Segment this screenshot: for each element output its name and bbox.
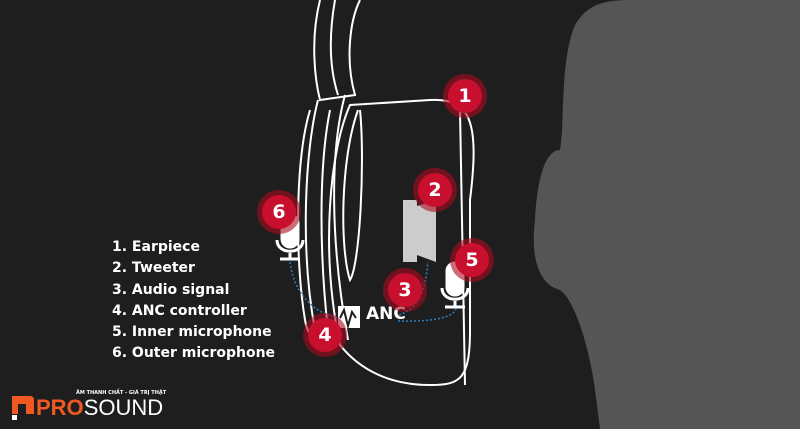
badge-earpiece: 1 — [448, 79, 482, 113]
tweeter-icon — [403, 200, 436, 262]
badge-tweeter: 2 — [418, 173, 452, 207]
legend-item: 5. Inner microphone — [112, 324, 272, 341]
badge-audio-signal: 3 — [388, 273, 422, 307]
badge-anc-controller: 4 — [308, 318, 342, 352]
logo-mark-icon — [12, 396, 34, 420]
logo-pro: PRO — [36, 395, 84, 420]
legend-item: 2. Tweeter — [112, 260, 195, 277]
badge-outer-microphone: 6 — [262, 195, 296, 229]
legend: 1. Earpiece 2. Tweeter 3. Audio signal 4… — [112, 237, 275, 365]
anc-controller-icon — [338, 306, 360, 330]
logo-sound: SOUND — [83, 395, 164, 420]
badge-inner-microphone: 5 — [455, 243, 489, 277]
logo-tagline: ÂM THANH CHẤT - GIÁ TRỊ THẬT — [76, 390, 167, 396]
anc-label: ANC — [366, 304, 406, 324]
legend-item: 3. Audio signal — [112, 281, 230, 298]
legend-item: 4. ANC controller — [112, 302, 247, 319]
head-silhouette — [533, 0, 800, 429]
legend-item: 6. Outer microphone — [112, 345, 276, 362]
legend-item: 1. Earpiece — [112, 239, 200, 255]
